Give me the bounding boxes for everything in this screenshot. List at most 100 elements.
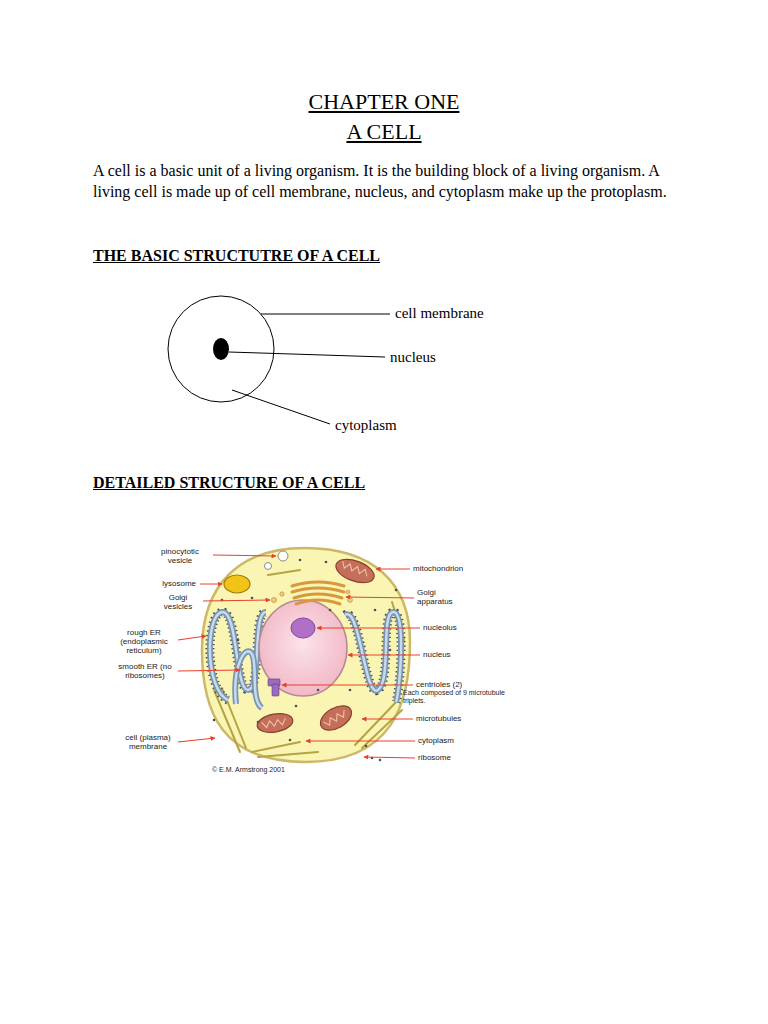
rough-er: [345, 612, 401, 702]
ribosome: [379, 759, 382, 762]
part-label: nucleus: [423, 650, 503, 659]
mitochondrion: [262, 718, 287, 728]
callout-arrow: [282, 685, 413, 686]
centriole: [268, 679, 280, 696]
part-label: lysosome: [130, 579, 196, 588]
part-label: ribosome: [418, 753, 508, 762]
chapter-title: CHAPTER ONE: [0, 89, 768, 115]
ribosome: [213, 559, 398, 762]
leader-line: [229, 314, 390, 424]
ribosome: [257, 721, 260, 724]
simple-cell: [168, 296, 274, 402]
callout-arrow: [362, 719, 413, 720]
ribosome: [325, 561, 328, 564]
callout-arrow: [317, 628, 420, 629]
ribosome: [251, 597, 254, 600]
part-label: rough ER (endoplasmic reticulum): [112, 628, 176, 655]
ribosome: [317, 689, 320, 692]
microtubule: [355, 700, 398, 745]
callout-arrow: [178, 738, 215, 742]
part-label: Golgi vesicles: [155, 593, 201, 611]
pinocytotic-vesicle: [265, 551, 289, 570]
ribosome: [349, 689, 352, 692]
golgi-apparatus: [292, 582, 344, 604]
simple-cell: [168, 296, 274, 402]
mitochondrion: [333, 555, 377, 587]
smooth-er: [235, 651, 262, 708]
section-heading: THE BASIC STRUCTUTRE OF A CELL: [93, 246, 593, 266]
part-label: mitochondrion: [413, 564, 503, 573]
ribosome: [295, 705, 298, 708]
microtubule: [214, 570, 404, 757]
part-label: nucleus: [390, 348, 510, 366]
lysosome: [224, 575, 250, 593]
golgi-apparatus: [294, 594, 342, 598]
nucleus: [259, 600, 347, 696]
callout-arrow: [348, 655, 420, 656]
centriole: [272, 684, 279, 696]
callout-arrow: [178, 636, 206, 640]
part-label: smooth ER (no ribosomes): [114, 662, 176, 680]
part-label: microtubules: [416, 714, 506, 723]
microtubule: [362, 710, 402, 748]
callout-arrow: [364, 757, 415, 758]
lysosome: [224, 575, 250, 593]
part-label: nucleolus: [423, 623, 503, 632]
part-label: cytoplasm: [418, 736, 508, 745]
callout-arrow: [178, 670, 240, 671]
mitochondrion: [316, 701, 355, 735]
leader-line: [232, 390, 330, 424]
leader-line: [229, 352, 385, 357]
simple-cell: [213, 338, 229, 360]
ribosome: [395, 589, 398, 592]
mitochondrion: [323, 710, 347, 727]
microtubule: [268, 570, 300, 575]
golgi-vesicle: [348, 598, 353, 603]
golgi-vesicle: [271, 597, 276, 602]
smooth-er: [235, 651, 262, 708]
golgi-vesicle: [271, 590, 352, 603]
callout-arrow: [376, 569, 410, 570]
part-label: centrioles (2): [416, 680, 516, 689]
part-label: cytoplasm: [335, 416, 455, 434]
chapter-heading: A CELL: [0, 119, 768, 145]
part-label: Golgi apparatus: [417, 588, 467, 606]
ribosome: [365, 745, 368, 748]
mitochondrion: [256, 555, 378, 735]
golgi-apparatus: [292, 588, 344, 592]
microtubule: [252, 742, 300, 752]
callout-arrow: [346, 597, 414, 598]
ribosome: [299, 559, 302, 562]
callout-arrow: [200, 584, 222, 585]
nucleus: [291, 618, 315, 638]
ribosome: [374, 609, 377, 612]
nucleus: [259, 600, 347, 696]
note-text: Each composed of 9 microtubule triplets.: [403, 689, 515, 705]
ribosome: [289, 739, 292, 742]
leader-line: [261, 314, 390, 315]
golgi-apparatus: [296, 600, 340, 604]
ribosome: [213, 719, 216, 722]
pinocytotic-vesicle: [278, 551, 288, 561]
golgi-vesicle: [280, 592, 284, 596]
microtubule: [258, 752, 318, 757]
rough-er: [345, 612, 401, 702]
pinocytotic-vesicle: [265, 563, 272, 570]
callout-arrow: [213, 555, 276, 556]
part-label: cell membrane: [395, 304, 535, 322]
mitochondrion: [256, 711, 295, 735]
body-paragraph: A cell is a basic unit of a living organ…: [93, 160, 678, 202]
golgi-apparatus: [292, 582, 344, 586]
copyright-note: © E.M. Armstrong 2001: [212, 766, 332, 774]
callout-arrow: [178, 555, 420, 758]
mitochondrion: [341, 561, 369, 576]
smooth-er: [235, 651, 262, 708]
ribosome: [237, 639, 240, 642]
golgi-vesicle: [346, 590, 350, 594]
ribosome: [329, 609, 332, 612]
part-label: cell (plasma) membrane: [120, 733, 176, 751]
part-label: pinocytotic vesicle: [150, 547, 210, 565]
rough-er: [345, 612, 401, 702]
